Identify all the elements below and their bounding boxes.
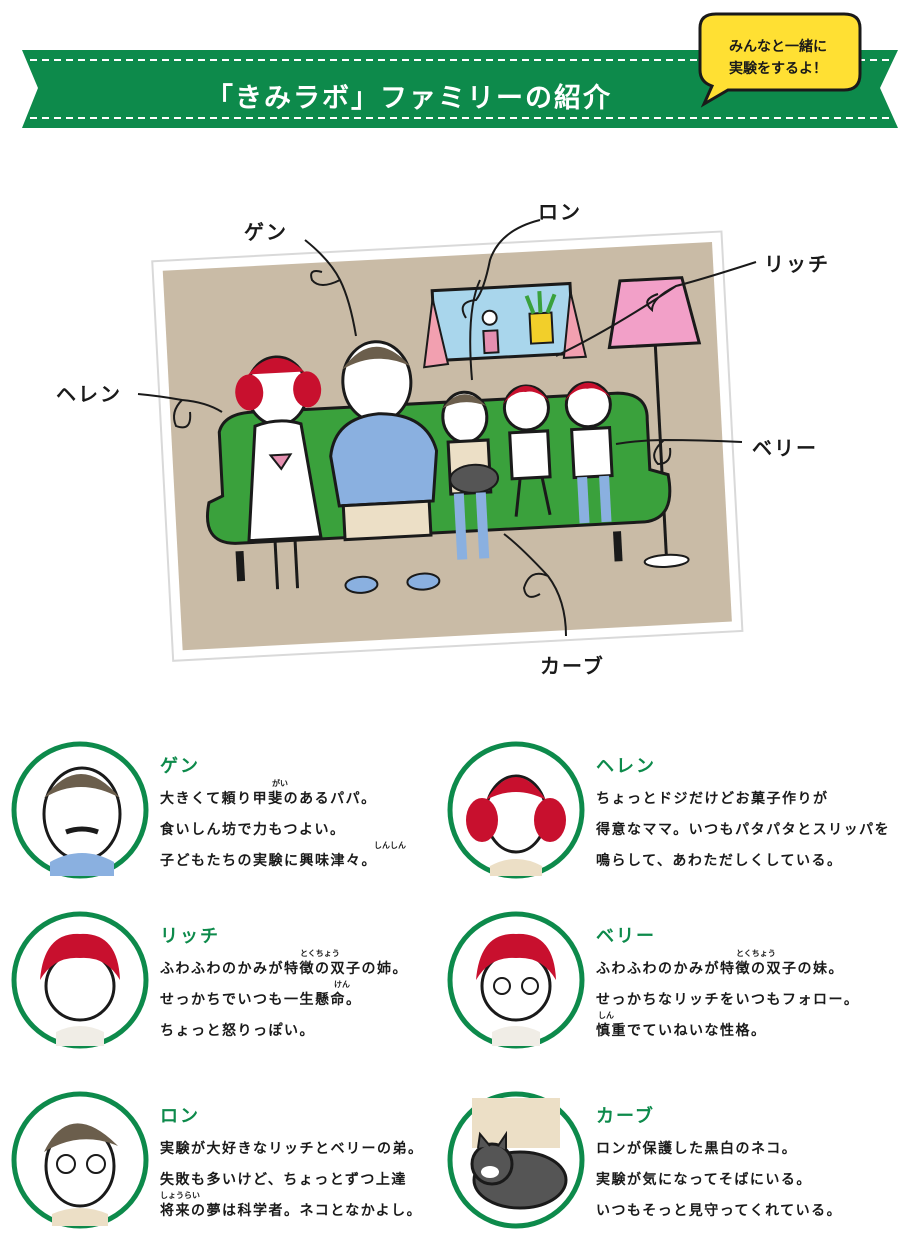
label-rich: リッチ	[764, 252, 830, 276]
ruby-text: しんしん	[374, 841, 406, 850]
character-description-line: せっかちでいつも一生懸命。	[160, 992, 362, 1008]
character-description-line: せっかちなリッチをいつもフォロー。	[596, 992, 860, 1008]
character-description-line: いつもそっと見守ってくれている。	[596, 1203, 843, 1219]
avatar-carb	[447, 1091, 585, 1229]
character-description-line: ふわふわのかみが特徴の双子の姉。	[160, 961, 408, 977]
character-description-line: 子どもたちの実験に興味津々。	[160, 853, 377, 869]
avatar-rich	[11, 911, 149, 1049]
character-card-helen: ヘレン ちょっとドジだけどお菓子作りが 得意なママ。いつもパタパタとスリッパを …	[446, 740, 896, 890]
character-description-line: 食いしん坊で力もつよい。	[160, 822, 346, 838]
character-name: ヘレン	[596, 756, 656, 777]
ruby-text: とくちょう	[300, 949, 340, 958]
ruby-text: けん	[334, 980, 350, 989]
character-name: ベリー	[596, 926, 656, 947]
character-name: ロン	[160, 1106, 200, 1127]
label-ron: ロン	[538, 200, 582, 224]
character-description-line: 実験が大好きなリッチとベリーの弟。	[160, 1141, 424, 1157]
character-card-rich: リッチ とくちょう ふわふわのかみが特徴の双子の姉。 けん せっかちでいつも一生…	[10, 910, 460, 1060]
character-name: ゲン	[160, 756, 200, 777]
label-berry: ベリー	[752, 436, 818, 460]
character-description-line: ちょっと怒りっぽい。	[160, 1023, 315, 1039]
family-illustration: ゲン ロン リッチ ヘレン ベリー カーブ	[0, 150, 917, 710]
character-description-line: 大きくて頼り甲斐のあるパパ。	[160, 791, 377, 807]
character-description-line: ふわふわのかみが特徴の双子の妹。	[596, 961, 844, 977]
character-card-carb: カーブ ロンが保護した黒白のネコ。 実験が気になってそばにいる。 いつもそっと見…	[446, 1090, 896, 1240]
character-description-line: 失敗も多いけど、ちょっとずつ上達	[160, 1172, 407, 1188]
label-carb: カーブ	[540, 654, 605, 678]
character-description-line: ロンが保護した黒白のネコ。	[596, 1141, 798, 1157]
title-banner: 「きみラボ」ファミリーの紹介 みんなと一緒に 実験をするよ！	[0, 0, 917, 150]
label-gen: ゲン	[244, 220, 288, 244]
character-description-line: 慎重でていねいな性格。	[596, 1023, 767, 1039]
label-helen: ヘレン	[56, 382, 122, 406]
bubble-line-2: 実験をするよ！	[729, 61, 827, 77]
avatar-helen	[447, 741, 585, 879]
speech-bubble: みんなと一緒に 実験をするよ！	[712, 36, 844, 80]
character-name: リッチ	[160, 926, 220, 947]
banner-title: 「きみラボ」ファミリーの紹介	[206, 83, 612, 114]
character-description-line: 鳴らして、あわただしくしている。	[596, 853, 843, 869]
character-description-line: 得意なママ。いつもパタパタとスリッパを	[596, 822, 891, 838]
character-description-line: 実験が気になってそばにいる。	[596, 1172, 812, 1188]
bubble-line-1: みんなと一緒に	[729, 39, 827, 55]
ruby-text: がい	[272, 779, 288, 788]
banner-ribbon	[22, 12, 898, 128]
avatar-gen	[11, 741, 149, 879]
family-photo	[137, 219, 757, 662]
ruby-text: とくちょう	[736, 949, 776, 958]
ruby-text: しょうらい	[160, 1191, 200, 1200]
avatar-ron	[11, 1091, 149, 1229]
character-card-berry: ベリー とくちょう ふわふわのかみが特徴の双子の妹。 せっかちなリッチをいつもフ…	[446, 910, 896, 1060]
ruby-text: しん	[598, 1011, 614, 1020]
avatar-berry	[447, 911, 585, 1049]
character-card-ron: ロン 実験が大好きなリッチとベリーの弟。 失敗も多いけど、ちょっとずつ上達 しょ…	[10, 1090, 460, 1240]
character-name: カーブ	[596, 1106, 655, 1127]
character-description-line: ちょっとドジだけどお菓子作りが	[596, 791, 829, 807]
character-description-line: 将来の夢は科学者。ネコとなかよし。	[160, 1203, 423, 1219]
character-card-gen: ゲン がい 大きくて頼り甲斐のあるパパ。 食いしん坊で力もつよい。 しんしん 子…	[10, 740, 460, 890]
